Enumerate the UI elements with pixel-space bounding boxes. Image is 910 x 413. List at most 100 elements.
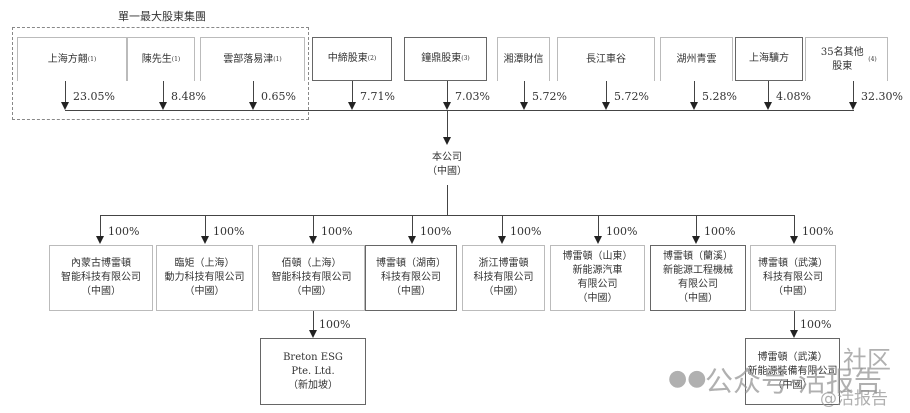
arrow-down-icon <box>790 330 798 338</box>
shareholder-box: 35名其他股東 (4) <box>805 37 888 81</box>
arrow-down-icon <box>159 102 167 110</box>
shareholder-box: 鐘鼎股東(3) <box>404 37 487 81</box>
shareholding-pct: 7.71% <box>360 90 395 103</box>
company-box: 本公司 （中國） <box>398 145 496 185</box>
second-level-box: Breton ESG Pte. Ltd. （新加坡） <box>260 338 366 405</box>
arrow-down-icon <box>690 102 698 110</box>
arrow-down-icon <box>408 236 416 244</box>
shareholding-pct: 8.48% <box>171 90 206 103</box>
shareholder-box: 雲部落易津(1) <box>200 37 305 81</box>
subsidiary-box: 博雷頓（湖南） 科技有限公司 （中國） <box>365 245 457 311</box>
shareholding-pct: 5.72% <box>532 90 567 103</box>
footnote-marker: (1) <box>171 55 181 63</box>
shareholder-box: 湖州青雲 <box>660 37 733 81</box>
ownership-pct: 100% <box>800 318 832 331</box>
company-connector <box>447 110 448 138</box>
arrow-line <box>412 215 413 237</box>
group-title: 單一最大股東集團 <box>118 10 206 23</box>
company-down-line <box>447 185 448 215</box>
shareholder-box: 上海驥方 <box>735 37 803 81</box>
wechat-icon: ●● <box>668 366 707 391</box>
arrow-line <box>352 81 353 103</box>
shareholder-box: 湘潭財信 <box>497 37 550 81</box>
ownership-pct: 100% <box>704 225 736 238</box>
shareholder-box: 上海方翸(1) <box>17 37 127 81</box>
shareholding-pct: 4.08% <box>776 90 811 103</box>
arrow-line <box>694 81 695 103</box>
shareholder-name: 中締股東 <box>327 53 368 64</box>
arrow-down-icon <box>602 102 610 110</box>
shareholding-pct: 7.03% <box>455 90 490 103</box>
arrow-icon <box>443 137 451 145</box>
shareholder-name: 35名其他股東 <box>820 46 864 72</box>
arrow-line <box>794 215 795 237</box>
shareholding-pct: 5.72% <box>614 90 649 103</box>
group-dashed-border <box>12 27 309 120</box>
shareholding-pct: 32.30% <box>861 90 903 103</box>
arrow-line <box>205 215 206 237</box>
subsidiary-box: 博雷頓（山東） 新能源汽車 有限公司 （中國） <box>550 245 645 311</box>
shareholder-bus-line <box>65 110 854 111</box>
arrow-line <box>598 215 599 237</box>
company-name: 本公司 <box>432 152 462 163</box>
subsidiary-bus-line <box>100 215 795 216</box>
shareholder-name: 湖州青雲 <box>676 53 717 65</box>
footnote-marker: (3) <box>461 55 470 62</box>
arrow-line <box>794 311 795 331</box>
ownership-pct: 100% <box>321 225 353 238</box>
shareholding-pct: 0.65% <box>261 90 296 103</box>
arrow-down-icon <box>594 236 602 244</box>
shareholder-box: 中締股東(2) <box>312 37 392 81</box>
company-country: （中國） <box>427 166 467 177</box>
arrow-down-icon <box>443 102 451 110</box>
footnote-marker: (2) <box>367 55 377 62</box>
arrow-down-icon <box>309 330 317 338</box>
ownership-pct: 100% <box>213 225 245 238</box>
arrow-down-icon <box>309 236 317 244</box>
arrow-line <box>768 81 769 103</box>
arrow-down-icon <box>61 102 69 110</box>
ownership-pct: 100% <box>802 225 834 238</box>
arrow-down-icon <box>790 236 798 244</box>
arrow-down-icon <box>849 102 857 110</box>
arrow-line <box>502 215 503 237</box>
ownership-pct: 100% <box>510 225 542 238</box>
arrow-line <box>253 81 254 103</box>
shareholding-pct: 23.05% <box>73 90 115 103</box>
shareholder-name: 雲部落易津 <box>223 53 274 65</box>
subsidiary-box: 博雷頓（蘭溪） 新能源工程機械 有限公司 （中國） <box>650 245 746 311</box>
arrow-line <box>447 81 448 103</box>
watermark-community: 社区 <box>843 346 891 374</box>
subsidiary-box: 博雷頓（武漢） 科技有限公司 （中國） <box>750 245 836 311</box>
arrow-line <box>524 81 525 103</box>
arrow-line <box>606 81 607 103</box>
arrow-down-icon <box>249 102 257 110</box>
arrow-line <box>853 81 854 103</box>
shareholder-name: 上海驥方 <box>749 53 789 64</box>
watermark-main: 公众号·活报告 <box>705 365 882 398</box>
shareholding-pct: 5.28% <box>702 90 737 103</box>
arrow-down-icon <box>692 236 700 244</box>
arrow-down-icon <box>201 236 209 244</box>
footnote-marker: (1) <box>87 55 97 63</box>
arrow-line <box>100 215 101 237</box>
subsidiary-box: 內蒙古博雷頓 智能科技有限公司 （中國） <box>49 245 153 311</box>
footnote-marker: (1) <box>273 55 282 63</box>
arrow-down-icon <box>520 102 528 110</box>
arrow-line <box>163 81 164 103</box>
arrow-line <box>313 311 314 331</box>
second-level-box: 博雷頓（武漢） 新能源裝備有限公司 （中國） <box>745 338 840 405</box>
subsidiary-box: 臨矩（上海） 動力科技有限公司 （中國） <box>156 245 253 311</box>
watermark-handle: @活报告 <box>820 389 888 409</box>
arrow-down-icon <box>348 102 356 110</box>
ownership-pct: 100% <box>420 225 452 238</box>
shareholder-name: 鐘鼎股東 <box>421 53 462 64</box>
arrow-down-icon <box>96 236 104 244</box>
shareholder-name: 上海方翸 <box>47 53 88 65</box>
ownership-pct: 100% <box>606 225 638 238</box>
footnote-marker: (4) <box>868 55 877 63</box>
subsidiary-box: 浙江博雷頓 科技有限公司 （中國） <box>462 245 545 311</box>
ownership-pct: 100% <box>108 225 140 238</box>
arrow-line <box>65 81 66 103</box>
